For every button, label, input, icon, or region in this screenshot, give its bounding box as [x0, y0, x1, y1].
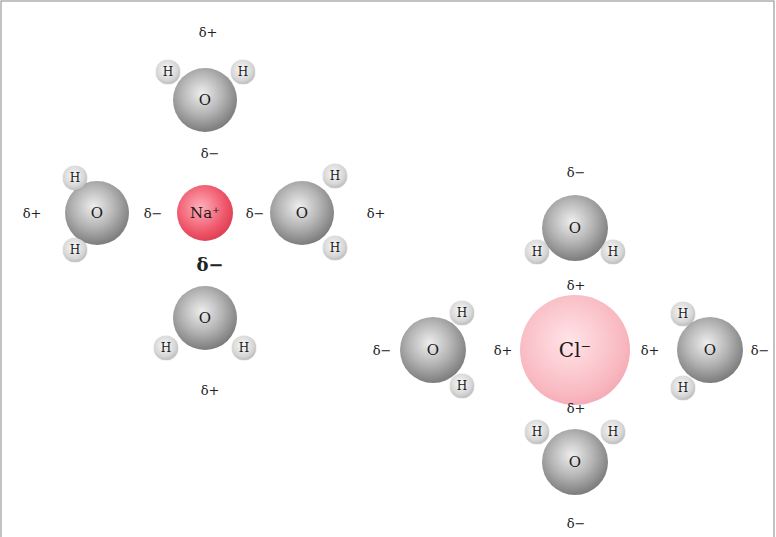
hydrogen-atom: H — [525, 420, 549, 444]
hydrogen-atom: H — [323, 164, 347, 188]
partial-charge: δ− — [196, 256, 223, 274]
atom-symbol: H — [161, 342, 171, 354]
oxygen-atom: O — [542, 429, 608, 495]
atom-symbol: H — [239, 342, 249, 354]
partial-charge: δ− — [567, 166, 586, 179]
partial-charge: δ− — [246, 207, 265, 220]
partial-charge: δ+ — [367, 207, 386, 220]
atom-symbol: H — [532, 246, 542, 258]
partial-charge: δ− — [201, 147, 220, 160]
hydrogen-atom: H — [154, 336, 178, 360]
hydrogen-atom: H — [231, 60, 255, 84]
atom-symbol: H — [70, 244, 80, 256]
oxygen-atom: O — [173, 286, 237, 350]
hydrogen-atom: H — [450, 301, 474, 325]
atom-symbol: O — [704, 343, 716, 358]
oxygen-atom: O — [65, 181, 129, 245]
partial-charge: δ− — [373, 344, 392, 357]
partial-charge: δ+ — [567, 402, 586, 415]
oxygen-atom: O — [542, 195, 608, 261]
atom-symbol: O — [569, 455, 581, 470]
hydrogen-atom: H — [525, 240, 549, 264]
hydrogen-atom: H — [232, 336, 256, 360]
atom-symbol: O — [296, 206, 308, 221]
hydrogen-atom: H — [671, 302, 695, 326]
hydrogen-atom: H — [156, 60, 180, 84]
hydrogen-atom: H — [450, 374, 474, 398]
partial-charge: δ− — [751, 344, 770, 357]
hydrogen-atom: H — [601, 240, 625, 264]
sodium-ion: Na⁺ — [177, 185, 233, 241]
atom-symbol: H — [457, 380, 467, 392]
atom-symbol: H — [678, 382, 688, 394]
atom-symbol: H — [238, 66, 248, 78]
hydrogen-atom: H — [671, 376, 695, 400]
atom-symbol: O — [199, 93, 211, 108]
atom-symbol: H — [457, 307, 467, 319]
atom-symbol: O — [427, 343, 439, 358]
oxygen-atom: O — [270, 181, 334, 245]
atom-symbol: Cl⁻ — [559, 340, 591, 360]
partial-charge: δ+ — [23, 207, 42, 220]
partial-charge: δ+ — [199, 26, 218, 39]
partial-charge: δ+ — [641, 344, 660, 357]
atom-symbol: H — [608, 246, 618, 258]
atom-symbol: H — [608, 426, 618, 438]
atom-symbol: H — [163, 66, 173, 78]
atom-symbol: O — [199, 311, 211, 326]
atom-symbol: Na⁺ — [190, 206, 220, 221]
hydrogen-atom: H — [63, 238, 87, 262]
oxygen-atom: O — [400, 317, 466, 383]
partial-charge: δ− — [144, 207, 163, 220]
hydrogen-atom: H — [63, 166, 87, 190]
atom-symbol: H — [330, 170, 340, 182]
oxygen-atom: O — [677, 317, 743, 383]
atom-symbol: H — [532, 426, 542, 438]
atom-symbol: H — [330, 242, 340, 254]
atom-symbol: O — [569, 221, 581, 236]
partial-charge: δ+ — [494, 344, 513, 357]
hydrogen-atom: H — [601, 420, 625, 444]
partial-charge: δ− — [567, 517, 586, 530]
atom-symbol: H — [70, 172, 80, 184]
oxygen-atom: O — [173, 68, 237, 132]
hydrogen-atom: H — [323, 236, 347, 260]
atom-symbol: O — [91, 206, 103, 221]
atom-symbol: H — [678, 308, 688, 320]
chloride-ion: Cl⁻ — [520, 295, 630, 405]
partial-charge: δ+ — [567, 279, 586, 292]
partial-charge: δ+ — [201, 384, 220, 397]
